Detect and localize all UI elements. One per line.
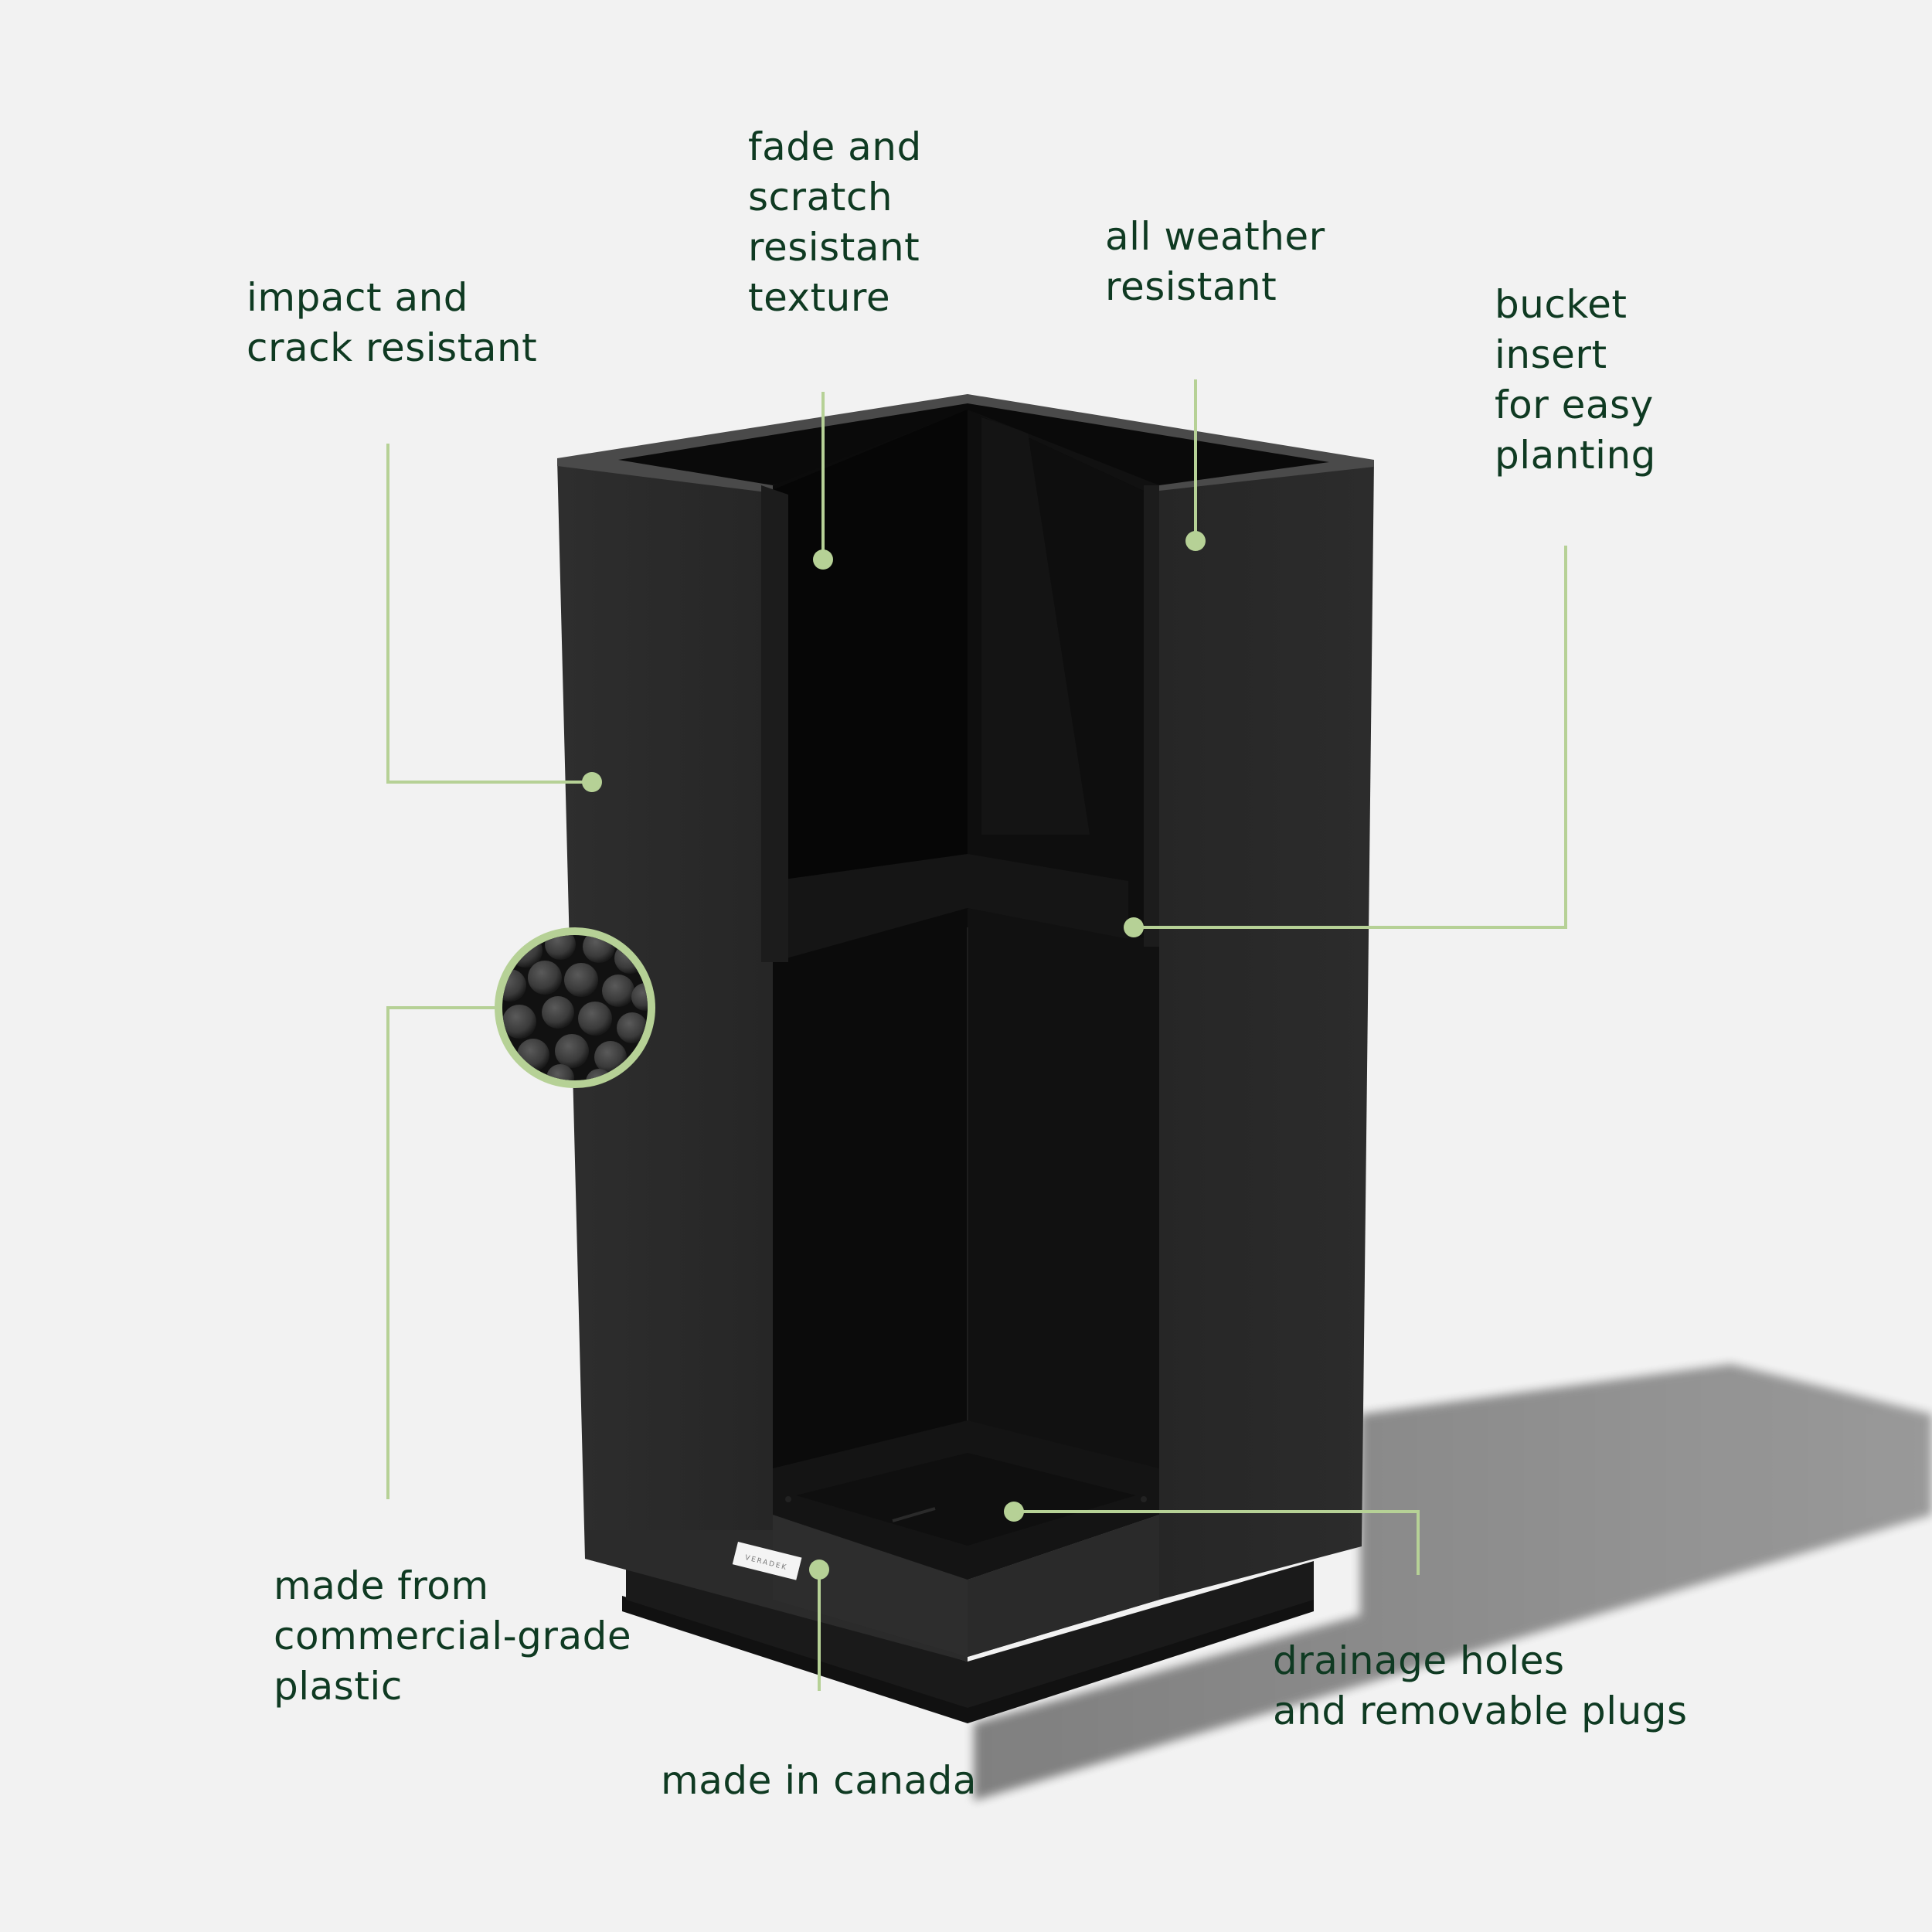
- callout-line: all weather: [1105, 214, 1325, 259]
- callout-line: bucket: [1495, 282, 1628, 327]
- callout-line: and removable plugs: [1273, 1689, 1688, 1733]
- planter-right-face: [1151, 460, 1374, 1600]
- callout-line: texture: [748, 275, 891, 320]
- dot-bucket-icon: [1124, 917, 1144, 937]
- callout-line: plastic: [274, 1664, 403, 1709]
- callout-line: made from: [274, 1563, 489, 1608]
- cast-shadow: [974, 1364, 1932, 1801]
- callout-line: impact and: [247, 275, 469, 320]
- dot-canada-icon: [809, 1560, 829, 1580]
- callout-line: made in canada: [661, 1758, 978, 1803]
- planter-left-face: [557, 458, 773, 1584]
- dot-impact-icon: [582, 772, 602, 792]
- leader-lines: [386, 379, 1567, 1691]
- planter-base: [622, 1561, 1314, 1723]
- planter-interior: [761, 396, 1159, 1580]
- leader-drainage: [1014, 1510, 1420, 1575]
- leader-plastic: [386, 1006, 495, 1499]
- callout-line: resistant: [1105, 264, 1277, 309]
- callout-canada: made in canada: [661, 1756, 977, 1806]
- callout-line: resistant: [748, 225, 920, 270]
- callout-plastic: made from commercial-grade plastic: [274, 1561, 631, 1712]
- leader-bucket: [1134, 546, 1567, 929]
- callout-drainage: drainage holes and removable plugs: [1273, 1636, 1688, 1736]
- dot-texture-icon: [813, 549, 833, 570]
- callout-line: commercial-grade: [274, 1614, 632, 1658]
- callout-weather: all weather resistant: [1105, 212, 1325, 312]
- leader-impact: [386, 444, 592, 784]
- callout-line: crack resistant: [247, 325, 538, 370]
- callout-line: drainage holes: [1273, 1638, 1565, 1683]
- dot-weather-icon: [1185, 531, 1206, 551]
- brand-badge: VERADEK: [732, 1542, 802, 1580]
- callout-bucket: bucket insert for easy planting: [1495, 280, 1656, 481]
- callout-line: for easy: [1495, 383, 1654, 427]
- callout-impact: impact and crack resistant: [247, 273, 537, 373]
- callout-line: planting: [1495, 433, 1656, 478]
- callout-dots: [582, 531, 1206, 1580]
- planter-rim: [557, 394, 1374, 962]
- callout-texture: fade and scratch resistant texture: [748, 122, 922, 323]
- callout-line: scratch: [748, 175, 893, 219]
- dot-drainage-icon: [1004, 1502, 1024, 1522]
- callout-line: fade and: [748, 124, 922, 169]
- material-magnifier-icon: [495, 927, 655, 1088]
- callout-line: insert: [1495, 332, 1607, 377]
